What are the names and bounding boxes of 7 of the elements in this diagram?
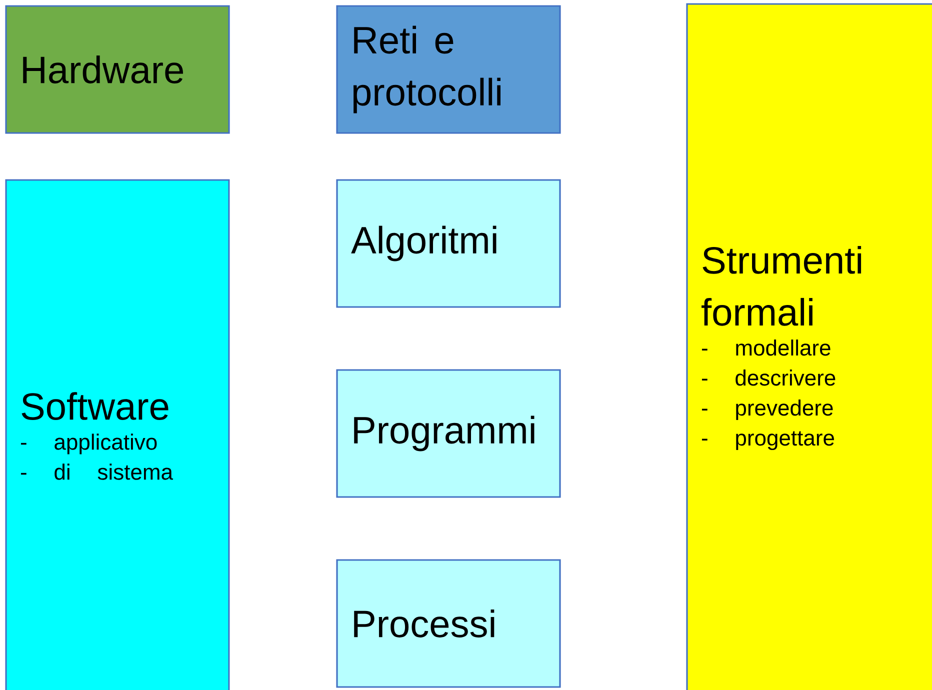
topic-box: Algoritmi [336, 179, 561, 308]
tall-category-panel: Software - applicativo - di sistema [5, 179, 230, 690]
category-box: Hardware [5, 5, 230, 134]
category-box: Reti e protocolli [336, 5, 561, 134]
tall-category-panel: Strumenti formali - modellare - descrivere - prevedere - progettare [686, 3, 932, 690]
topic-box: Processi [336, 559, 561, 688]
topic-box: Programmi [336, 369, 561, 498]
